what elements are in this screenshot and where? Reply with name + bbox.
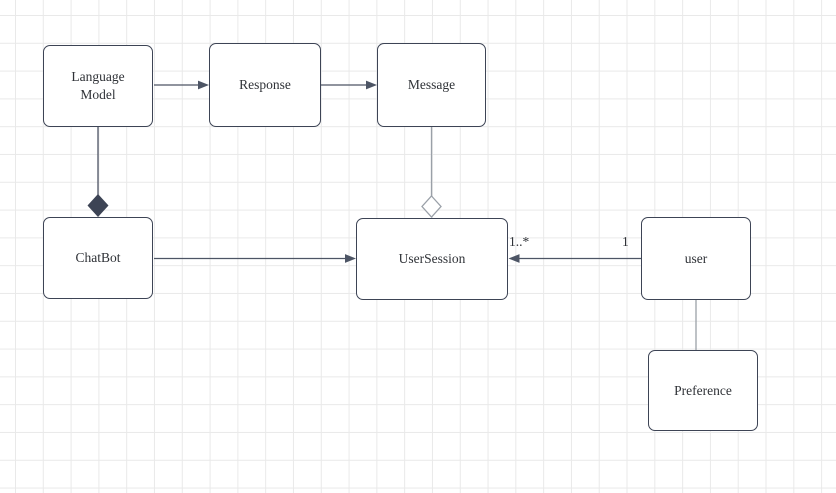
arrowhead-left-icon bbox=[508, 254, 520, 263]
edge-user-usersession[interactable] bbox=[508, 254, 642, 263]
node-message[interactable]: Message bbox=[377, 43, 486, 127]
edge-languagemodel-chatbot-composition[interactable] bbox=[87, 127, 109, 217]
node-language-model[interactable]: Language Model bbox=[43, 45, 153, 127]
multiplicity-label-one-to-many: 1..* bbox=[509, 234, 530, 249]
multiplicity-label-one: 1 bbox=[622, 234, 629, 249]
node-chatbot[interactable]: ChatBot bbox=[43, 217, 153, 299]
edge-response-message[interactable] bbox=[321, 80, 377, 90]
node-response[interactable]: Response bbox=[209, 43, 321, 127]
edge-chatbot-usersession[interactable] bbox=[154, 254, 356, 263]
node-usersession[interactable]: UserSession bbox=[356, 218, 508, 300]
arrowhead-right-icon bbox=[345, 254, 356, 263]
edge-message-usersession-aggregation[interactable] bbox=[421, 127, 442, 218]
composition-diamond-icon bbox=[87, 194, 109, 217]
node-preference[interactable]: Preference bbox=[648, 350, 758, 431]
arrowhead-right-icon bbox=[366, 80, 377, 90]
edge-languagemodel-response[interactable] bbox=[154, 80, 209, 90]
node-user[interactable]: user bbox=[641, 217, 751, 300]
arrowhead-right-icon bbox=[198, 80, 209, 90]
aggregation-diamond-icon bbox=[421, 195, 442, 218]
